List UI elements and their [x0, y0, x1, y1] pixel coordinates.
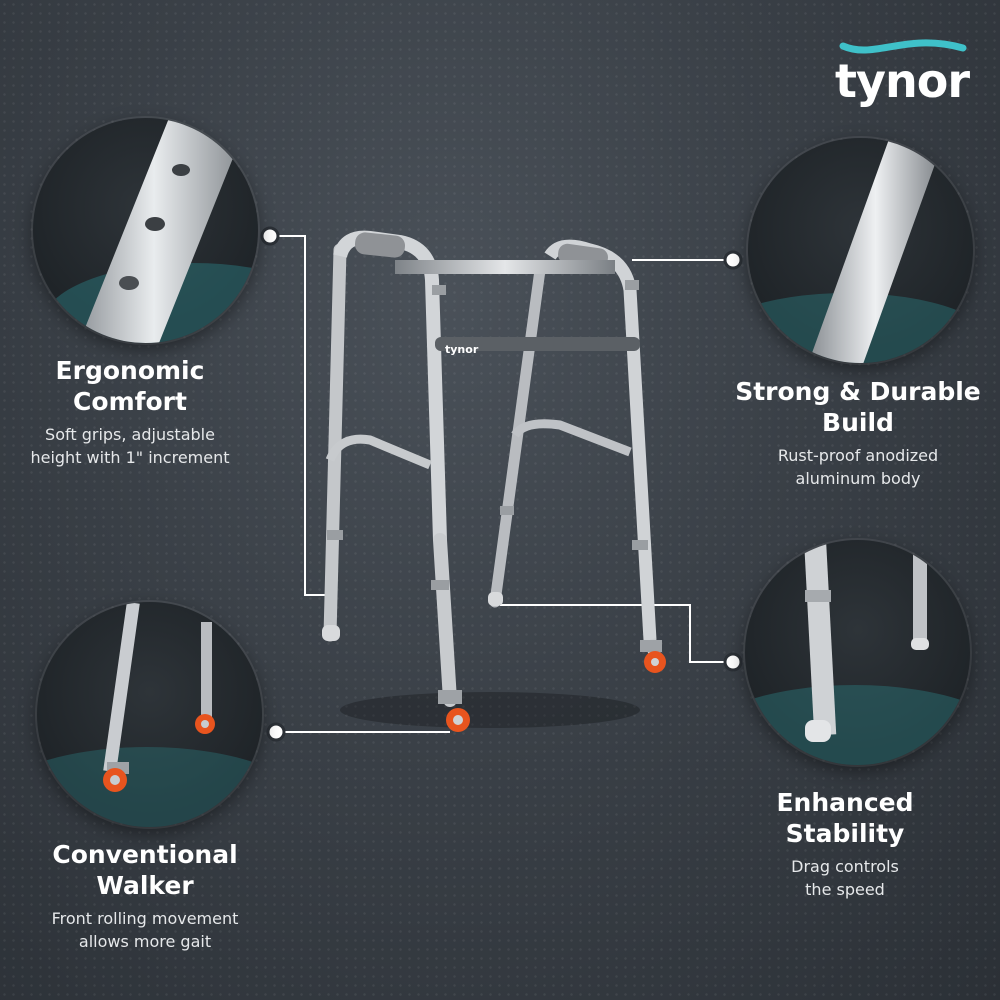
- detail-circle-adjustable-tube: [33, 118, 258, 343]
- detail-circle-front-wheels: [37, 602, 262, 827]
- walker-product-image: tynor: [322, 230, 666, 732]
- feature-conventional-walker: Conventional Walker Front rolling moveme…: [30, 839, 260, 953]
- callout-dot-durable: [723, 250, 743, 270]
- feature-title-line: Walker: [96, 871, 194, 900]
- feature-ergonomic-comfort: Ergonomic Comfort Soft grips, adjustable…: [20, 355, 240, 469]
- feature-strong-durable-build: Strong & Durable Build Rust-proof anodiz…: [728, 376, 988, 490]
- callout-dot-conventional: [266, 722, 286, 742]
- feature-title-line: Conventional: [52, 840, 238, 869]
- logo-wave-icon: [839, 39, 967, 54]
- walker-brand-label: tynor: [445, 343, 479, 356]
- feature-title-line: Comfort: [73, 387, 187, 416]
- brand-name: tynor: [835, 54, 970, 108]
- detail-circle-aluminum-tube: [748, 138, 973, 363]
- feature-title-line: Strong & Durable: [735, 377, 981, 406]
- callout-dot-ergonomic: [260, 226, 280, 246]
- callout-dot-stability: [723, 652, 743, 672]
- feature-title-line: Build: [822, 408, 894, 437]
- feature-title-line: Ergonomic: [55, 356, 205, 385]
- detail-circle-rubber-tips: [745, 540, 970, 765]
- brand-logo: tynor: [835, 34, 975, 108]
- feature-title-line: Stability: [785, 819, 905, 848]
- feature-title-line: Enhanced: [776, 788, 914, 817]
